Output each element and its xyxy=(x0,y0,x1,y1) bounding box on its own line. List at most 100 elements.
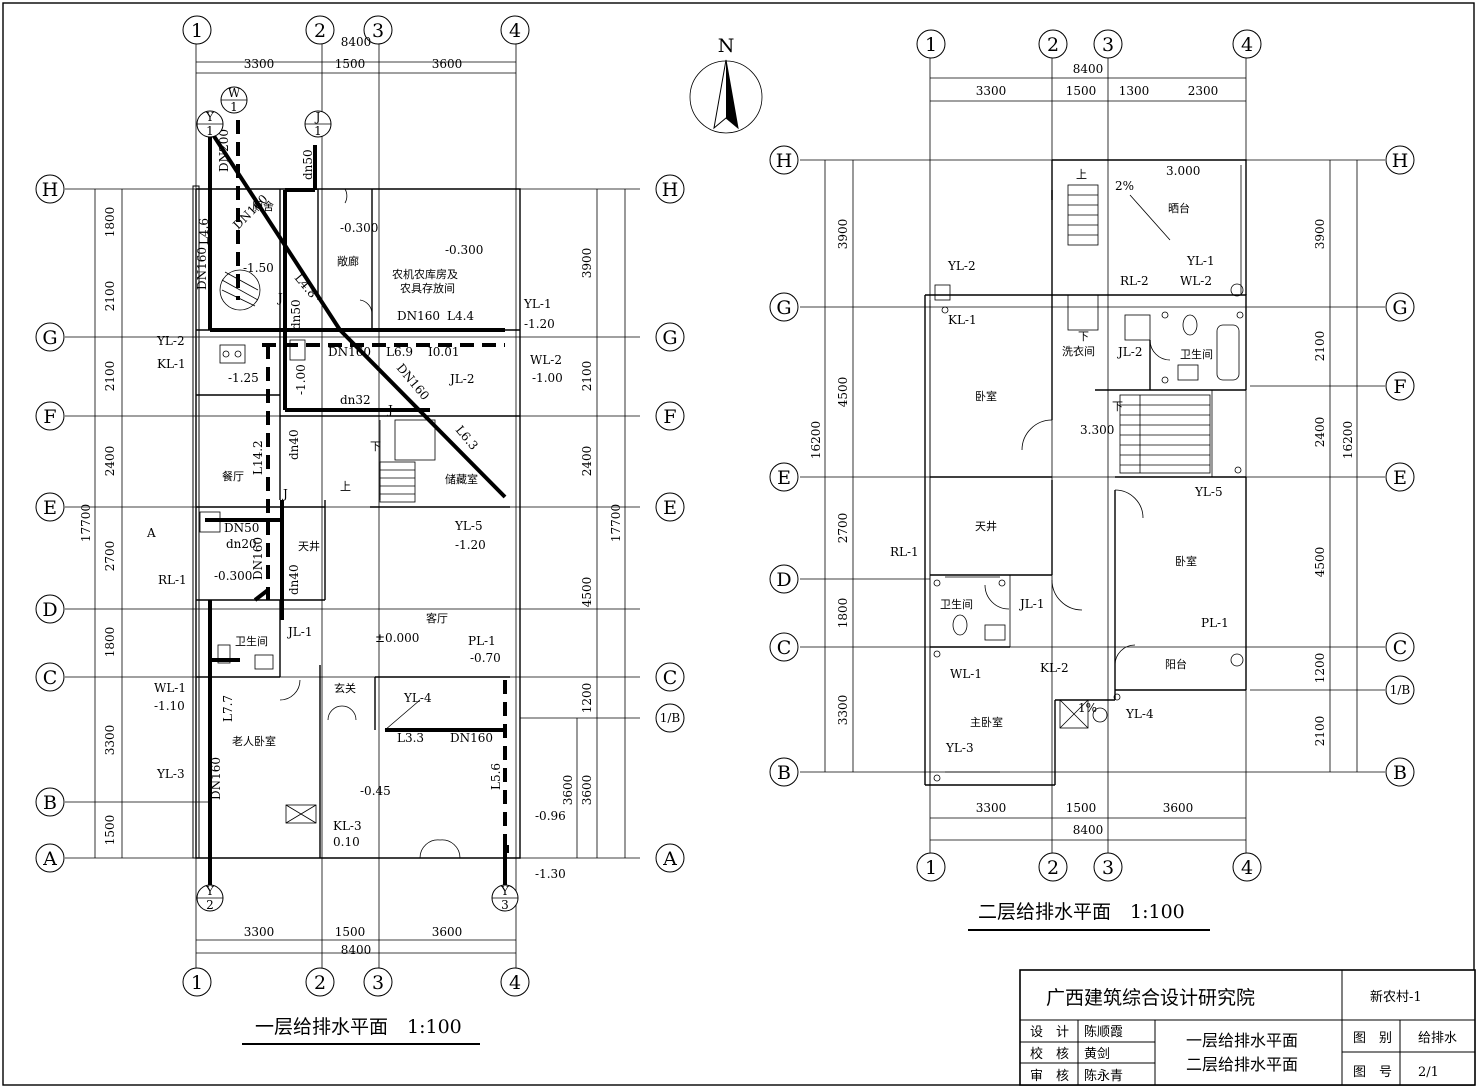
plan1-rooms-storage2: 农具存放间 xyxy=(400,281,455,295)
title-block-institute: 广西建筑综合设计研究院 xyxy=(1046,987,1255,1009)
plan2-labels-slope2: 1% xyxy=(1078,701,1097,715)
plan1-dim-left-segments-2: 2100 xyxy=(103,361,117,392)
axes-horizontal-6: 1/B xyxy=(1390,683,1411,697)
title-block-design-label: 设 计 xyxy=(1030,1025,1069,1040)
axes-horizontal-0: H xyxy=(776,150,793,172)
plan2-dim-right-segments-5: 2100 xyxy=(1313,716,1327,747)
plan1-dim-bottom-segments-2: 3600 xyxy=(432,925,463,939)
plan2-dim-bottom-total: 8400 xyxy=(1073,823,1104,837)
plan2-dim-right-segments-0: 3900 xyxy=(1313,219,1327,250)
plan1-labels-kl3-el: 0.10 xyxy=(333,835,360,849)
plan1-labels-dn20: dn20 xyxy=(226,537,257,551)
plan1-dim-left-segments-5: 1800 xyxy=(103,627,117,658)
axes-horizontal-5: C xyxy=(1393,637,1408,659)
plan1-labels-kl3: KL-3 xyxy=(333,819,362,833)
plan1-labels-y3-top: Y xyxy=(500,884,510,898)
plan2-labels-el-3300: 3.300 xyxy=(1080,423,1114,437)
plan1-dim-bottom-total: 8400 xyxy=(341,943,372,957)
plan1-labels-y1-bot: 1 xyxy=(206,124,214,138)
plan1-labels-a: A xyxy=(146,526,156,540)
axes-horizontal-3: E xyxy=(777,467,791,489)
axes-horizontal-1: G xyxy=(42,327,57,349)
plan2-labels-kl1: KL-1 xyxy=(948,313,977,327)
axes-horizontal-1: G xyxy=(1392,297,1407,319)
axes-horizontal-3: E xyxy=(1393,467,1407,489)
axes-vertical-2: 3 xyxy=(1102,34,1114,56)
axes-horizontal-7: B xyxy=(1393,762,1407,784)
title-block-number-label: 图 号 xyxy=(1353,1065,1392,1080)
plan1-labels-dn40b: dn40 xyxy=(287,564,301,595)
plan1-labels-dn50: dn50 xyxy=(301,149,315,180)
title-block: 广西建筑综合设计研究院 新农村-1 设 计 陈顺霞 校 核 黄剑 审 核 陈永青… xyxy=(1019,969,1476,1086)
plan1-dim-left-segments-3: 2400 xyxy=(103,446,117,477)
axes-horizontal-1: G xyxy=(662,327,677,349)
plan1-dim-left-segments-0: 1800 xyxy=(103,207,117,238)
plan1-labels-dn160g: DN160 xyxy=(450,731,493,745)
plan1-labels-l44: L4.4 xyxy=(447,309,474,323)
plan1-labels-dn50b: DN50 xyxy=(224,521,259,535)
plan2-labels-rl2: RL-2 xyxy=(1120,274,1149,288)
plan1-rooms-living: 客厅 xyxy=(426,611,448,625)
plan1-rooms-skywell: 天井 xyxy=(298,539,320,553)
plan-1: 1 2 3 4 1 2 3 4 H G F E D C B A H G F E … xyxy=(35,15,685,1045)
axes-horizontal-5: C xyxy=(777,637,792,659)
plan2-rooms-up: 上 xyxy=(1076,168,1087,181)
plan1-rooms-up: 上 xyxy=(340,480,351,493)
plan2-labels-wl1: WL-1 xyxy=(950,667,982,681)
plan1-dim-bottom-segments-1: 1500 xyxy=(335,925,366,939)
plan1-dim-left-segments-6: 3300 xyxy=(103,725,117,756)
plan2-dim-right-segments-1: 2100 xyxy=(1313,331,1327,362)
plan2-title: 二层给排水平面 1:100 xyxy=(978,901,1185,923)
plan1-dim-right-total: 17700 xyxy=(609,504,623,542)
plan1-labels-wl2: WL-2 xyxy=(530,353,562,367)
plan2-labels-yl4: YL-4 xyxy=(1125,707,1154,721)
plan1-labels-dn160b: DN160 xyxy=(195,247,209,290)
plan1-labels-jl2: JL-2 xyxy=(448,372,474,386)
plan2-labels-rl1: RL-1 xyxy=(890,545,919,559)
plan1-rooms-down: 下 xyxy=(370,440,381,453)
plan1-labels-dn160d: DN160 xyxy=(328,345,371,359)
plan2-labels-kl2: KL-2 xyxy=(1040,661,1069,675)
axes-horizontal-3: E xyxy=(43,497,57,519)
plan1-title: 一层给排水平面 1:100 xyxy=(255,1016,462,1038)
plan1-labels-pl1: PL-1 xyxy=(468,634,496,648)
plan1-labels-yl3: YL-3 xyxy=(156,767,185,781)
title-block-number-value: 2/1 xyxy=(1418,1065,1439,1080)
plan1-labels-dn160c: DN160 xyxy=(397,309,440,323)
axes-horizontal-2: F xyxy=(663,406,676,428)
plan1-labels-yl2: YL-2 xyxy=(156,334,185,348)
axes-vertical-2: 3 xyxy=(1102,857,1114,879)
plan1-labels-wl1-el: -1.10 xyxy=(154,699,185,713)
plan1-axis-bubbles: 1 2 3 4 1 2 3 4 H G F E D C B A H G F E … xyxy=(35,15,685,997)
axes-horizontal-7: B xyxy=(43,792,57,814)
plan1-dim-left-segments-7: 1500 xyxy=(103,815,117,846)
plan1-labels-j2: J xyxy=(276,291,283,305)
plan1-labels-el-000: ±0.000 xyxy=(375,631,419,645)
axes-horizontal-0: H xyxy=(1392,150,1409,172)
axes-horizontal-6: 1/B xyxy=(660,711,681,725)
plan2-rooms-down2: 下 xyxy=(1112,400,1123,413)
plan2-dim-top-segments-3: 2300 xyxy=(1188,84,1219,98)
title-block-category-value: 给排水 xyxy=(1418,1031,1457,1046)
plan1-labels-rl1: RL-1 xyxy=(158,573,187,587)
axes-horizontal-2: F xyxy=(43,406,56,428)
plan1-labels-l33: L3.3 xyxy=(397,731,424,745)
plan1-labels-dn32: dn32 xyxy=(340,393,371,407)
north: N xyxy=(718,35,735,57)
axes-horizontal-8: A xyxy=(662,848,677,870)
plan1-labels-w1-bot: 1 xyxy=(230,100,238,114)
axes-vertical-0: 1 xyxy=(191,972,203,994)
plan2-dim-bottom-segments-1: 1500 xyxy=(1066,801,1097,815)
axes-horizontal-4: D xyxy=(42,599,57,621)
plan1-labels-el-150: -1.50 xyxy=(243,261,274,275)
axes-vertical-3: 4 xyxy=(1241,857,1253,879)
plan1-labels-y1-top: Y xyxy=(205,110,215,124)
plan2-labels-el-3000: 3.000 xyxy=(1166,164,1200,178)
plan1-labels-el-125: -1.25 xyxy=(228,371,259,385)
plan1-labels-dn40a: dn40 xyxy=(287,429,301,460)
plan2-labels-yl5: YL-5 xyxy=(1194,485,1223,499)
plan2-dim-right-segments-3: 4500 xyxy=(1313,547,1327,578)
plan1-labels-dn200: DN200 xyxy=(217,129,231,172)
